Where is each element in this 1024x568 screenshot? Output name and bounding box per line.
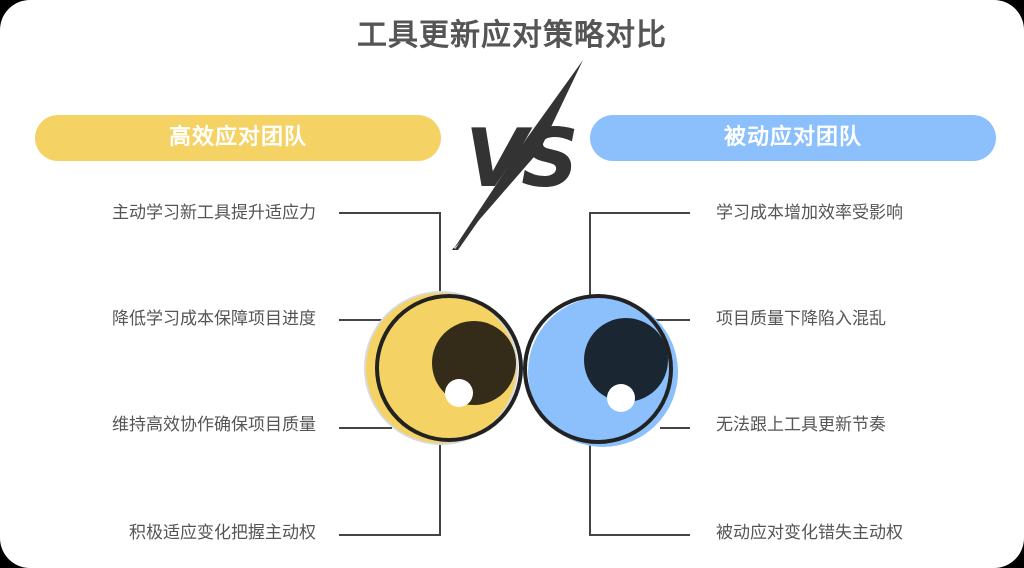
right-item-2: 项目质量下降陷入混乱 [716, 309, 886, 329]
left-item-1: 主动学习新工具提升适应力 [112, 203, 316, 223]
right-item-3: 无法跟上工具更新节奏 [716, 415, 886, 435]
right-team-header: 被动应对团队 [590, 115, 996, 161]
left-connector-lines [339, 212, 441, 536]
vs-emblem-icon: VS [452, 60, 583, 250]
left-eye-icon [364, 291, 523, 445]
left-item-4: 积极适应变化把握主动权 [129, 523, 316, 543]
right-item-4: 被动应对变化错失主动权 [716, 523, 903, 543]
right-item-1: 学习成本增加效率受影响 [716, 203, 903, 223]
right-eye-icon [523, 294, 678, 447]
right-connector-lines [589, 212, 690, 536]
left-item-3: 维持高效协作确保项目质量 [112, 415, 316, 435]
left-item-2: 降低学习成本保障项目进度 [112, 309, 316, 329]
left-team-header: 高效应对团队 [35, 115, 441, 161]
page-title: 工具更新应对策略对比 [357, 18, 667, 53]
